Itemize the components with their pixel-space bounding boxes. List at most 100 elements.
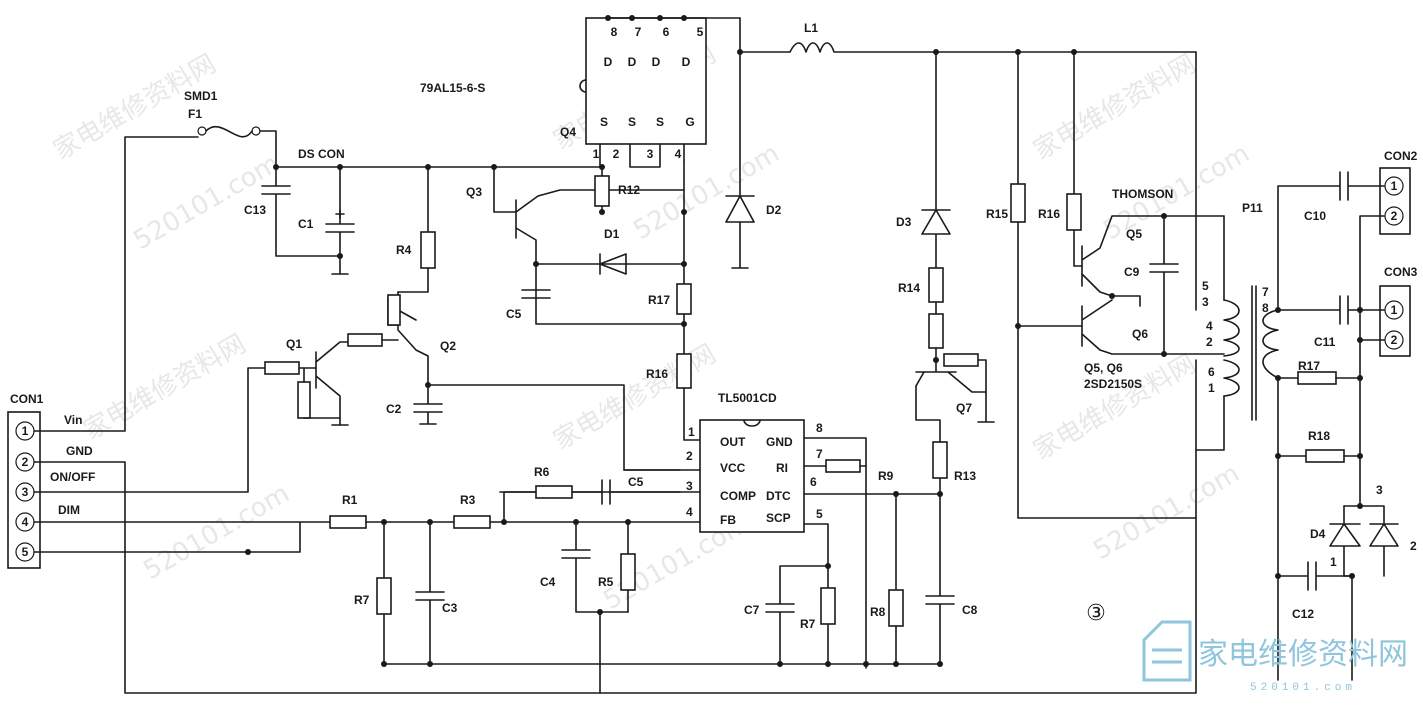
feedback-wire [599,449,1197,694]
svg-text:2: 2 [686,449,693,463]
svg-text:VCC: VCC [720,461,746,475]
svg-text:R7: R7 [800,617,816,631]
svg-text:D: D [682,55,691,69]
svg-text:8: 8 [1262,301,1269,315]
resistor-r13: R13 [915,385,976,495]
svg-text:R1: R1 [342,493,358,507]
svg-text:2: 2 [22,455,29,469]
svg-text:DIM: DIM [58,503,80,517]
svg-text:8: 8 [816,421,823,435]
svg-text:R16: R16 [646,367,668,381]
svg-text:1: 1 [688,425,695,439]
capacitor-c1: C1 [298,164,355,275]
svg-text:2SD2150S: 2SD2150S [1084,377,1142,391]
svg-text:CON2: CON2 [1384,149,1418,163]
svg-text:D: D [604,55,613,69]
site-logo: 家电维修资料网 520101.com [1142,620,1408,694]
svg-text:DS CON: DS CON [298,147,345,161]
svg-text:2: 2 [613,147,620,161]
svg-text:L1: L1 [804,21,818,35]
svg-text:Q3: Q3 [466,185,482,199]
capacitor-c13: C13 [244,164,341,257]
svg-text:5: 5 [697,25,704,39]
gnd-wire [33,461,601,694]
svg-text:D4: D4 [1310,527,1326,541]
diode-d1: D1 [599,227,627,275]
diode-d3: D3 [896,49,951,269]
svg-text:1: 1 [593,147,600,161]
svg-text:TL5001CD: TL5001CD [718,391,777,405]
svg-text:COMP: COMP [720,489,756,503]
resistor-r15: R15 [986,49,1197,519]
svg-text:S: S [600,115,608,129]
svg-text:2: 2 [1410,539,1417,553]
svg-text:Q5: Q5 [1126,227,1142,241]
svg-text:R8: R8 [870,605,886,619]
resistor-r17-left: R17 [648,283,692,315]
svg-text:THOMSON: THOMSON [1112,187,1173,201]
svg-text:Q5, Q6: Q5, Q6 [1084,361,1123,375]
svg-text:R12: R12 [618,183,640,197]
svg-text:R16: R16 [1038,207,1060,221]
svg-text:5: 5 [22,545,29,559]
svg-text:R7: R7 [354,593,370,607]
resistor-r12: R12 [594,164,640,215]
capacitor-c10: C10 [1277,171,1385,311]
svg-text:SCP: SCP [766,511,791,525]
svg-text:5: 5 [1202,279,1209,293]
svg-text:8: 8 [611,25,618,39]
label-r9: R9 [878,469,894,483]
svg-text:C10: C10 [1304,209,1326,223]
svg-text:C2: C2 [386,402,402,416]
svg-text:3: 3 [1376,483,1383,497]
svg-text:FB: FB [720,513,736,527]
resistor-r7-right: R7 [800,565,836,665]
dim-wire [33,521,301,553]
capacitor-c12: C12 [1275,561,1355,621]
svg-text:GND: GND [766,435,793,449]
svg-text:4: 4 [1206,319,1213,333]
svg-text:2: 2 [1391,209,1398,223]
resistor-r18: R18 [1275,377,1363,681]
svg-text:家电维修资料网: 家电维修资料网 [79,329,252,446]
svg-text:C4: C4 [540,575,556,589]
svg-text:C11: C11 [1314,335,1336,349]
con1-connector: CON1 1 2 3 4 5 Vin GND ON/OFF DIM [7,392,95,569]
svg-text:S: S [656,115,664,129]
resistor-r5: R5 [598,519,636,613]
transistor-q3: Q3 C5 [466,164,685,325]
svg-text:D: D [628,55,637,69]
svg-text:3: 3 [22,485,29,499]
con2-connector: CON2 1 2 [1379,149,1418,235]
transistor-q1: Q1 [264,333,399,426]
svg-text:R15: R15 [986,207,1008,221]
figure-number: ③ [1086,601,1106,626]
svg-text:D2: D2 [766,203,782,217]
svg-text:F1: F1 [188,107,202,121]
svg-text:R17: R17 [1298,359,1320,373]
con3-connector: CON3 1 2 [1379,265,1418,357]
svg-text:CON1: CON1 [10,392,44,406]
svg-text:DTC: DTC [766,489,791,503]
svg-text:C3: C3 [442,601,458,615]
svg-text:C13: C13 [244,203,266,217]
vin-wire [33,136,199,432]
svg-text:CON3: CON3 [1384,265,1418,279]
svg-text:5: 5 [816,507,823,521]
resistor-r6: R6 C5 [534,465,681,505]
svg-text:家电维修资料网: 家电维修资料网 [549,339,722,456]
fuse-f1: SMD1 F1 [184,89,601,168]
mosfet-q4: Q4 8 7 6 5 D D D D S S S G 1 2 3 4 [560,15,741,168]
resistor-r1: R1 [329,493,391,529]
svg-text:6: 6 [663,25,670,39]
svg-text:1: 1 [1391,303,1398,317]
capacitor-c3: C3 [415,521,458,665]
diode-d2: D2 [725,17,782,269]
resistor-r7-left: R7 [354,521,392,665]
svg-text:S: S [628,115,636,129]
svg-text:1: 1 [1391,179,1398,193]
svg-text:R13: R13 [954,469,976,483]
svg-text:520101.com: 520101.com [1089,459,1245,567]
